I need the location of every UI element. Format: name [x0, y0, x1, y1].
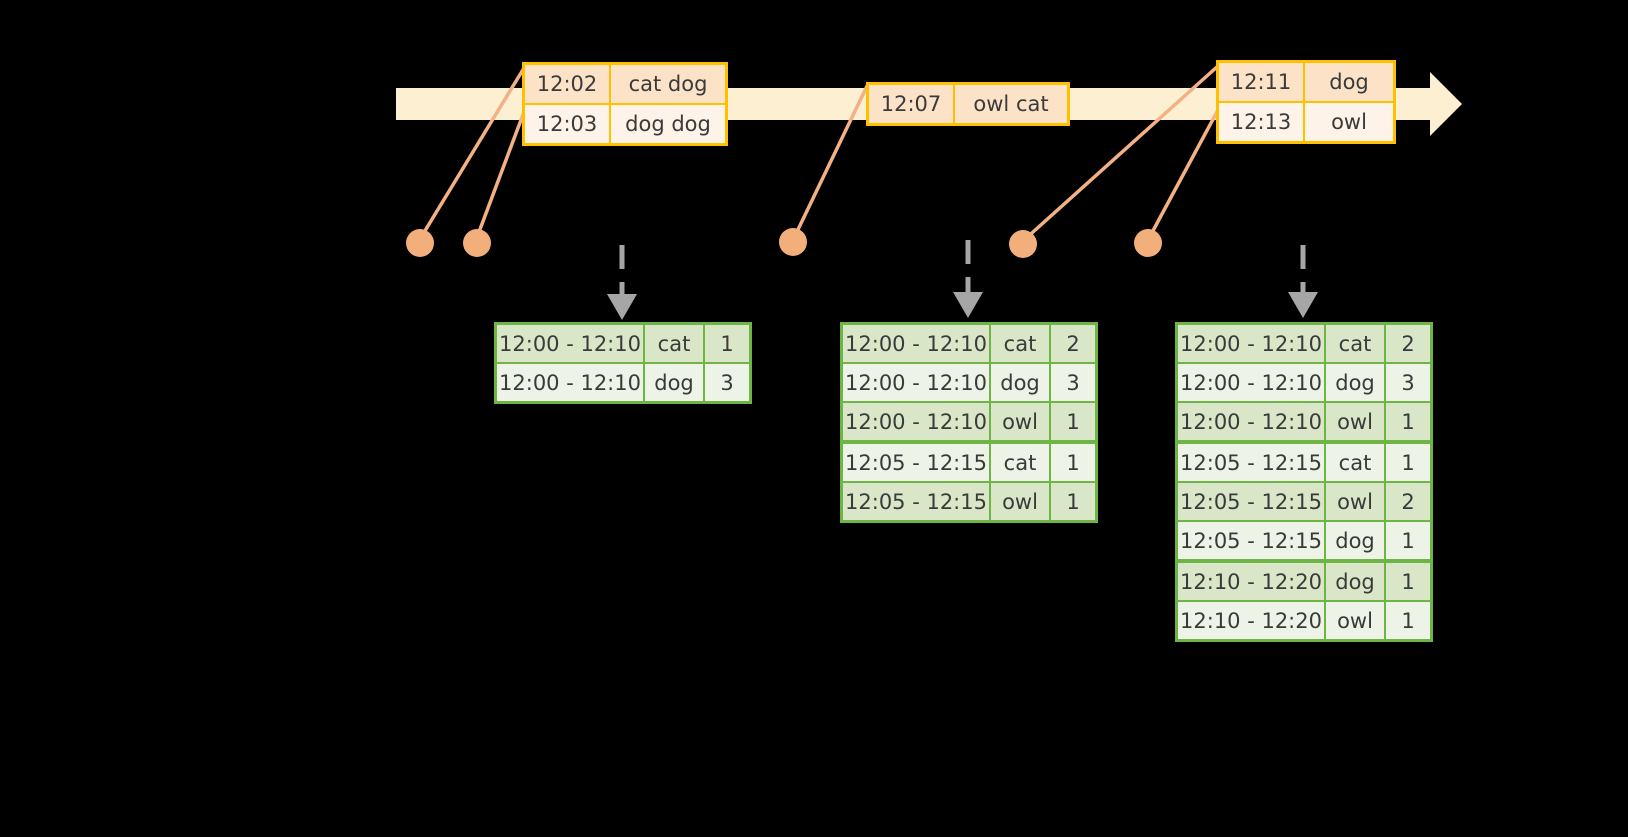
- table-row: 12:00 - 12:10 cat 1: [497, 325, 749, 364]
- table-row: 12:05 - 12:15 owl 2: [1178, 483, 1430, 522]
- cell-key: owl: [991, 483, 1051, 520]
- event-payload: cat dog: [611, 65, 725, 103]
- event-row: 12:02 cat dog: [525, 65, 725, 103]
- connector-line-1: [418, 66, 526, 241]
- event-dot-1: [406, 229, 434, 257]
- connector-line-3: [791, 82, 870, 242]
- cell-count: 2: [1051, 325, 1095, 362]
- table-row: 12:05 - 12:15 cat 1: [843, 444, 1095, 483]
- cell-window: 12:00 - 12:10: [843, 403, 991, 440]
- table-row: 12:10 - 12:20 dog 1: [1178, 563, 1430, 602]
- event-dot-2: [463, 229, 491, 257]
- event-time: 12:11: [1219, 63, 1305, 101]
- cell-count: 1: [1386, 403, 1430, 440]
- table-row: 12:00 - 12:10 dog 3: [843, 364, 1095, 403]
- cell-key: cat: [1326, 444, 1386, 481]
- table-row: 12:00 - 12:10 cat 2: [1178, 325, 1430, 364]
- cell-key: dog: [991, 364, 1051, 401]
- connector-line-5: [1146, 108, 1220, 242]
- cell-count: 2: [1386, 483, 1430, 520]
- cell-window: 12:00 - 12:10: [843, 325, 991, 362]
- cell-key: cat: [991, 325, 1051, 362]
- event-group-3: 12:11 dog 12:13 owl: [1216, 60, 1396, 144]
- cell-count: 1: [705, 325, 749, 362]
- cell-key: cat: [1326, 325, 1386, 362]
- cell-window: 12:05 - 12:15: [1178, 522, 1326, 559]
- event-group-1: 12:02 cat dog 12:03 dog dog: [522, 62, 728, 146]
- cell-key: dog: [1326, 364, 1386, 401]
- cell-window: 12:05 - 12:15: [1178, 483, 1326, 520]
- cell-key: owl: [1326, 483, 1386, 520]
- cell-count: 1: [1051, 403, 1095, 440]
- event-payload: owl: [1305, 103, 1393, 141]
- cell-key: owl: [991, 403, 1051, 440]
- cell-window: 12:00 - 12:10: [497, 325, 645, 362]
- emit-arrow-head-1: [607, 294, 637, 320]
- cell-count: 1: [1051, 444, 1095, 481]
- cell-window: 12:10 - 12:20: [1178, 563, 1326, 600]
- cell-count: 1: [1386, 602, 1430, 639]
- cell-window: 12:00 - 12:10: [1178, 403, 1326, 440]
- cell-key: owl: [1326, 403, 1386, 440]
- cell-window: 12:05 - 12:15: [843, 483, 991, 520]
- event-row: 12:07 owl cat: [869, 85, 1067, 123]
- cell-window: 12:00 - 12:10: [1178, 325, 1326, 362]
- cell-count: 3: [1386, 364, 1430, 401]
- cell-key: dog: [645, 364, 705, 401]
- event-dot-5: [1134, 229, 1162, 257]
- event-dot-3: [779, 228, 807, 256]
- cell-key: dog: [1326, 563, 1386, 600]
- cell-key: owl: [1326, 602, 1386, 639]
- event-time: 12:03: [525, 105, 611, 143]
- cell-key: dog: [1326, 522, 1386, 559]
- table-row: 12:00 - 12:10 owl 1: [1178, 403, 1430, 444]
- table-row: 12:05 - 12:15 cat 1: [1178, 444, 1430, 483]
- emit-arrow-head-3: [1288, 292, 1318, 318]
- cell-count: 3: [705, 364, 749, 401]
- event-row: 12:03 dog dog: [525, 103, 725, 143]
- cell-count: 2: [1386, 325, 1430, 362]
- cell-window: 12:00 - 12:10: [1178, 364, 1326, 401]
- cell-key: cat: [645, 325, 705, 362]
- event-time: 12:13: [1219, 103, 1305, 141]
- cell-window: 12:05 - 12:15: [1178, 444, 1326, 481]
- cell-count: 3: [1051, 364, 1095, 401]
- table-row: 12:10 - 12:20 owl 1: [1178, 602, 1430, 639]
- emit-arrow-heads: [607, 292, 1318, 320]
- table-row: 12:00 - 12:10 owl 1: [843, 403, 1095, 444]
- event-time: 12:02: [525, 65, 611, 103]
- emit-arrows: [619, 240, 1306, 300]
- result-table-1: 12:00 - 12:10 cat 1 12:00 - 12:10 dog 3: [494, 322, 752, 404]
- table-row: 12:05 - 12:15 owl 1: [843, 483, 1095, 520]
- cell-count: 1: [1386, 563, 1430, 600]
- event-payload: owl cat: [955, 85, 1067, 123]
- cell-window: 12:10 - 12:20: [1178, 602, 1326, 639]
- cell-key: cat: [991, 444, 1051, 481]
- cell-window: 12:00 - 12:10: [843, 364, 991, 401]
- table-row: 12:00 - 12:10 dog 3: [497, 364, 749, 401]
- event-payload: dog dog: [611, 105, 725, 143]
- cell-count: 1: [1386, 522, 1430, 559]
- event-payload: dog: [1305, 63, 1393, 101]
- result-table-3: 12:00 - 12:10 cat 2 12:00 - 12:10 dog 3 …: [1175, 322, 1433, 642]
- event-dot-4: [1009, 230, 1037, 258]
- cell-window: 12:05 - 12:15: [843, 444, 991, 481]
- event-time: 12:07: [869, 85, 955, 123]
- cell-window: 12:00 - 12:10: [497, 364, 645, 401]
- event-group-2: 12:07 owl cat: [866, 82, 1070, 126]
- result-table-2: 12:00 - 12:10 cat 2 12:00 - 12:10 dog 3 …: [840, 322, 1098, 523]
- event-row: 12:13 owl: [1219, 101, 1393, 141]
- table-row: 12:05 - 12:15 dog 1: [1178, 522, 1430, 563]
- connector-line-2: [474, 110, 526, 242]
- event-dots: [406, 228, 1162, 258]
- cell-count: 1: [1386, 444, 1430, 481]
- event-row: 12:11 dog: [1219, 63, 1393, 101]
- table-row: 12:00 - 12:10 dog 3: [1178, 364, 1430, 403]
- emit-arrow-head-2: [953, 292, 983, 318]
- table-row: 12:00 - 12:10 cat 2: [843, 325, 1095, 364]
- cell-count: 1: [1051, 483, 1095, 520]
